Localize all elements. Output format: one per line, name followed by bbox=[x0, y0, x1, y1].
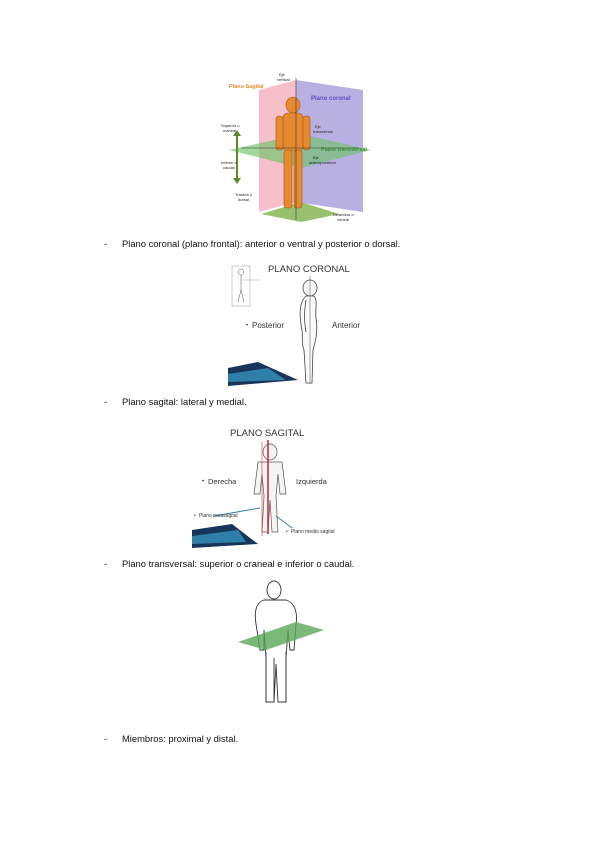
sagittal-left-label: Izquierda bbox=[296, 477, 328, 486]
coronal-posterior-label: Posterior bbox=[252, 321, 284, 330]
transverse-plane-figure bbox=[234, 578, 326, 708]
bullet-text: Plano transversal: superior o craneal e … bbox=[122, 558, 355, 569]
label-sagittal-plane: Plano Sagital bbox=[229, 84, 264, 90]
bullet-dash: - bbox=[104, 238, 108, 249]
bullet-text: Plano sagital: lateral y medial. bbox=[122, 396, 247, 407]
label-ap-axis-2: anteroposterior bbox=[309, 160, 337, 165]
label-front-2: ventral bbox=[337, 217, 349, 222]
anatomical-planes-figure: Plano Sagital Eje vertical Plano coronal… bbox=[221, 72, 381, 227]
sagittal-plane-figure: PLANO SAGITAL • Derecha Izquierda • Plan… bbox=[192, 424, 362, 548]
bullet-dash: - bbox=[104, 396, 108, 407]
label-inferior-2: caudal bbox=[223, 165, 235, 170]
label-transverse-plane: Plano transversal bbox=[321, 147, 367, 153]
label-superior-2: craneal bbox=[223, 128, 236, 133]
bullet-text: Plano coronal (plano frontal): anterior … bbox=[122, 238, 401, 249]
sagittal-dot-para: • bbox=[194, 513, 196, 519]
sagittal-right-label: Derecha bbox=[208, 477, 237, 486]
label-front-1: Delantera o bbox=[333, 212, 354, 217]
coronal-dot-left: • bbox=[246, 323, 248, 329]
label-superior-1: Superior o bbox=[221, 123, 240, 128]
sagittal-dot-medio: • bbox=[286, 529, 288, 535]
label-vertical-axis-2: vertical bbox=[277, 77, 290, 82]
coronal-figure-title: PLANO CORONAL bbox=[268, 264, 350, 275]
bullet-dash: - bbox=[104, 558, 108, 569]
medio-sagittal-label: Plano medio sagital bbox=[291, 529, 335, 535]
coronal-anterior-label: Anterior bbox=[332, 321, 360, 330]
label-inferior-1: Inferior o bbox=[221, 160, 238, 165]
bullet-text: Miembros: proximal y distal. bbox=[122, 733, 239, 744]
parasagittal-label: Plano parasagital bbox=[199, 513, 238, 519]
label-back-2: dorsal bbox=[238, 197, 249, 202]
label-transverse-axis-1: Eje bbox=[315, 124, 322, 129]
label-back-1: Trasera o bbox=[235, 192, 253, 197]
coronal-plane-figure: PLANO CORONAL • Posterior Anterior bbox=[228, 258, 373, 386]
sagittal-dot-left: • bbox=[202, 479, 204, 485]
label-transverse-axis-2: transversal bbox=[313, 129, 333, 134]
label-vertical-axis-1: Eje bbox=[279, 72, 286, 77]
label-coronal-plane: Plano coronal bbox=[311, 96, 351, 102]
label-ap-axis-1: Eje bbox=[313, 155, 320, 160]
bullet-dash: - bbox=[104, 733, 108, 744]
sagittal-figure-title: PLANO SAGITAL bbox=[230, 428, 304, 439]
